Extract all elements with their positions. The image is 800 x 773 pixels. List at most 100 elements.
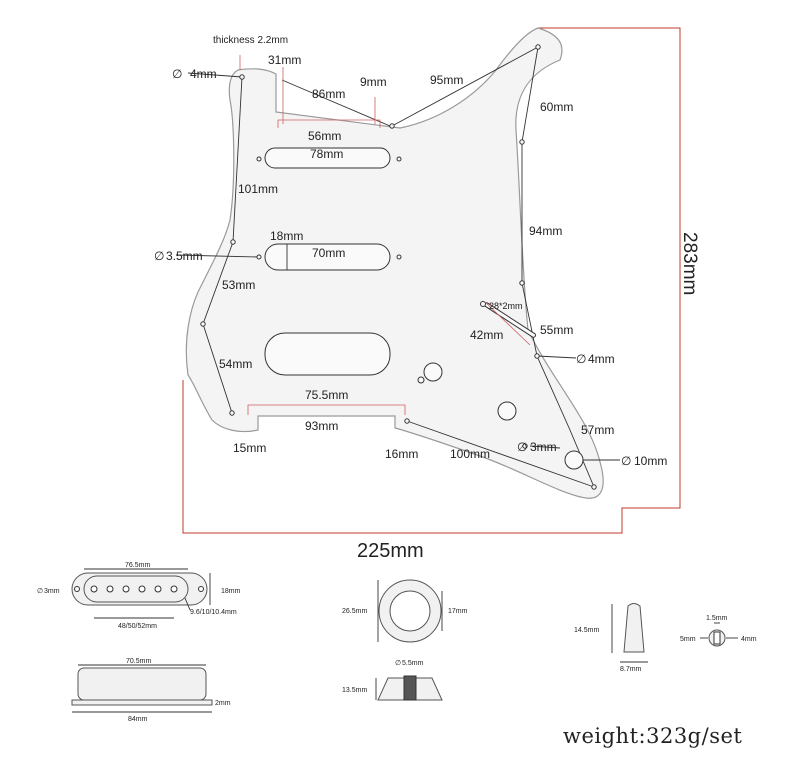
dimension-labels: thickness 2.2mm ∅ 4mm 31mm 86mm 9mm 95mm… — [154, 35, 700, 562]
pickup-side-body — [77, 667, 207, 701]
pickup-side-base — [71, 699, 213, 706]
pickup-pole-label: 9.6/10/10.4mm — [190, 609, 237, 616]
pickup-mount-hole — [198, 586, 204, 592]
pickup-mount-hole — [74, 586, 80, 592]
middle-pickup-slot — [264, 243, 391, 271]
dim-57-label: 57mm — [581, 423, 614, 437]
dim-60-label: 60mm — [540, 100, 573, 114]
right-screw-path — [521, 46, 595, 488]
dim-42-label: 42mm — [470, 328, 503, 342]
pickup-screw-hole — [256, 254, 262, 260]
overall-dimension-lines — [182, 27, 681, 534]
dim-94-label: 94mm — [529, 224, 562, 238]
control-holes — [417, 301, 584, 470]
tone-pot-hole-2 — [564, 450, 584, 470]
pickguard-outline — [185, 27, 604, 499]
pickup-screw-hole — [396, 254, 402, 260]
screw-hole — [522, 443, 528, 449]
pickup-side-base-label: 2mm — [215, 700, 231, 707]
small-hole — [417, 376, 425, 384]
bottom-screw-link — [406, 420, 595, 488]
screw-hole — [389, 123, 395, 129]
dim-78-label: 78mm — [310, 147, 343, 161]
pickup-top-view: 76.5mm ∅ 3mm 18mm 48/50/52mm 9.6/10/10.4… — [37, 562, 241, 630]
dim-16-label: 16mm — [385, 447, 418, 461]
switch-tip-body — [623, 603, 645, 653]
screw-3mm-label: 3mm — [530, 440, 557, 454]
leader-4mm — [187, 72, 243, 78]
pole-piece — [90, 585, 98, 593]
screw-hole — [591, 484, 597, 490]
marker-56 — [277, 119, 381, 128]
pickup-hole-label: 3mm — [44, 588, 60, 595]
jack-diameter-symbol: ∅ — [576, 352, 586, 366]
dim-95-label: 95mm — [430, 73, 463, 87]
height-283-label: 283mm — [679, 232, 700, 295]
pickup-screw-hole — [396, 156, 402, 162]
screw-3mm-symbol: ∅ — [517, 440, 527, 454]
dim-101-label: 101mm — [238, 182, 278, 196]
dim-56-label: 56mm — [308, 129, 341, 143]
knob-views: 26.5mm 17mm ∅ 5.5mm 13.5mm — [342, 579, 468, 701]
leader-3-5mm — [175, 254, 260, 258]
tone-pot-hole — [497, 401, 517, 421]
pole-piece — [170, 585, 178, 593]
switch-top-label: 1.5mm — [706, 615, 728, 622]
switch-tip-views: 14.5mm 8.7mm 1.5mm 5mm 4mm — [574, 603, 757, 673]
screw-hole — [534, 353, 540, 359]
knob-shaft-insert — [403, 675, 417, 701]
knob-height-label: 13.5mm — [342, 687, 367, 694]
screw-hole — [404, 418, 410, 424]
knob-outer-label: 26.5mm — [342, 608, 367, 615]
pickup-side-bottom-label: 84mm — [128, 716, 148, 723]
screw-hole — [535, 44, 541, 50]
top-screw-link — [391, 46, 539, 127]
volume-pot-hole — [423, 362, 443, 382]
screw-hole — [519, 280, 525, 286]
switch-height-label: 14.5mm — [574, 627, 599, 634]
switch-width-label: 8.7mm — [620, 666, 642, 673]
dim-55-label: 55mm — [540, 323, 573, 337]
screw-hole — [229, 410, 235, 416]
dim-100-label: 100mm — [450, 447, 490, 461]
width-225-label: 225mm — [357, 540, 424, 562]
outline-dimension-line — [182, 27, 681, 534]
pickup-side-view: 70.5mm 84mm 2mm — [71, 658, 231, 723]
dim-53-label: 53mm — [222, 278, 255, 292]
pole-piece — [154, 585, 162, 593]
screw-diameter-symbol: ∅ — [172, 67, 182, 81]
pickup-slots — [256, 147, 402, 376]
pickup-length-label: 76.5mm — [125, 562, 150, 569]
switch-side-right-label: 4mm — [741, 636, 757, 643]
left-screw-path — [202, 76, 243, 414]
knob-inner-label: 17mm — [448, 608, 468, 615]
pot-10mm-label: 10mm — [634, 454, 667, 468]
pickup-hole-symbol: ∅ — [37, 588, 43, 595]
pickup-height-label: 18mm — [221, 588, 241, 595]
dim-70-label: 70mm — [312, 246, 345, 260]
knob-shaft-symbol: ∅ — [395, 660, 401, 667]
dim-9-label: 9mm — [360, 75, 387, 89]
knob-shaft-label: 5.5mm — [402, 660, 424, 667]
pole-piece — [106, 585, 114, 593]
pot-10mm-symbol: ∅ — [621, 454, 631, 468]
dim-93-label: 93mm — [305, 419, 338, 433]
leader-jack-4mm — [536, 355, 577, 359]
dim-18-label: 18mm — [270, 229, 303, 243]
screw-hole — [519, 139, 525, 145]
dim-75-5-label: 75.5mm — [305, 388, 348, 402]
weight-label: weight:323g/set — [563, 724, 743, 748]
screw-path-lines — [175, 46, 620, 488]
leader-3mm — [529, 445, 561, 449]
pole-piece — [138, 585, 146, 593]
pickup-cover — [83, 575, 189, 603]
thickness-label: thickness 2.2mm — [213, 35, 288, 46]
dim-28x2-label: 28*2mm — [489, 301, 523, 311]
pickup-side-top-label: 70.5mm — [126, 658, 151, 665]
switch-tip-slot — [713, 631, 721, 645]
dim-86-label: 86mm — [312, 87, 345, 101]
marker-75-5 — [247, 404, 406, 415]
leader-86mm — [281, 79, 391, 127]
